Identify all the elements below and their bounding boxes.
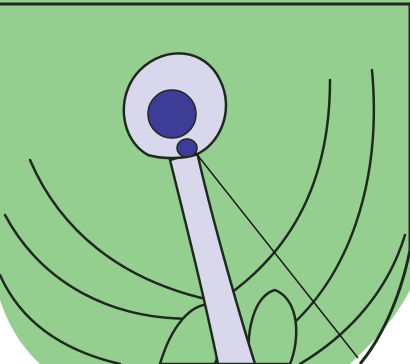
nucleus [148,90,196,138]
granule [177,139,197,157]
